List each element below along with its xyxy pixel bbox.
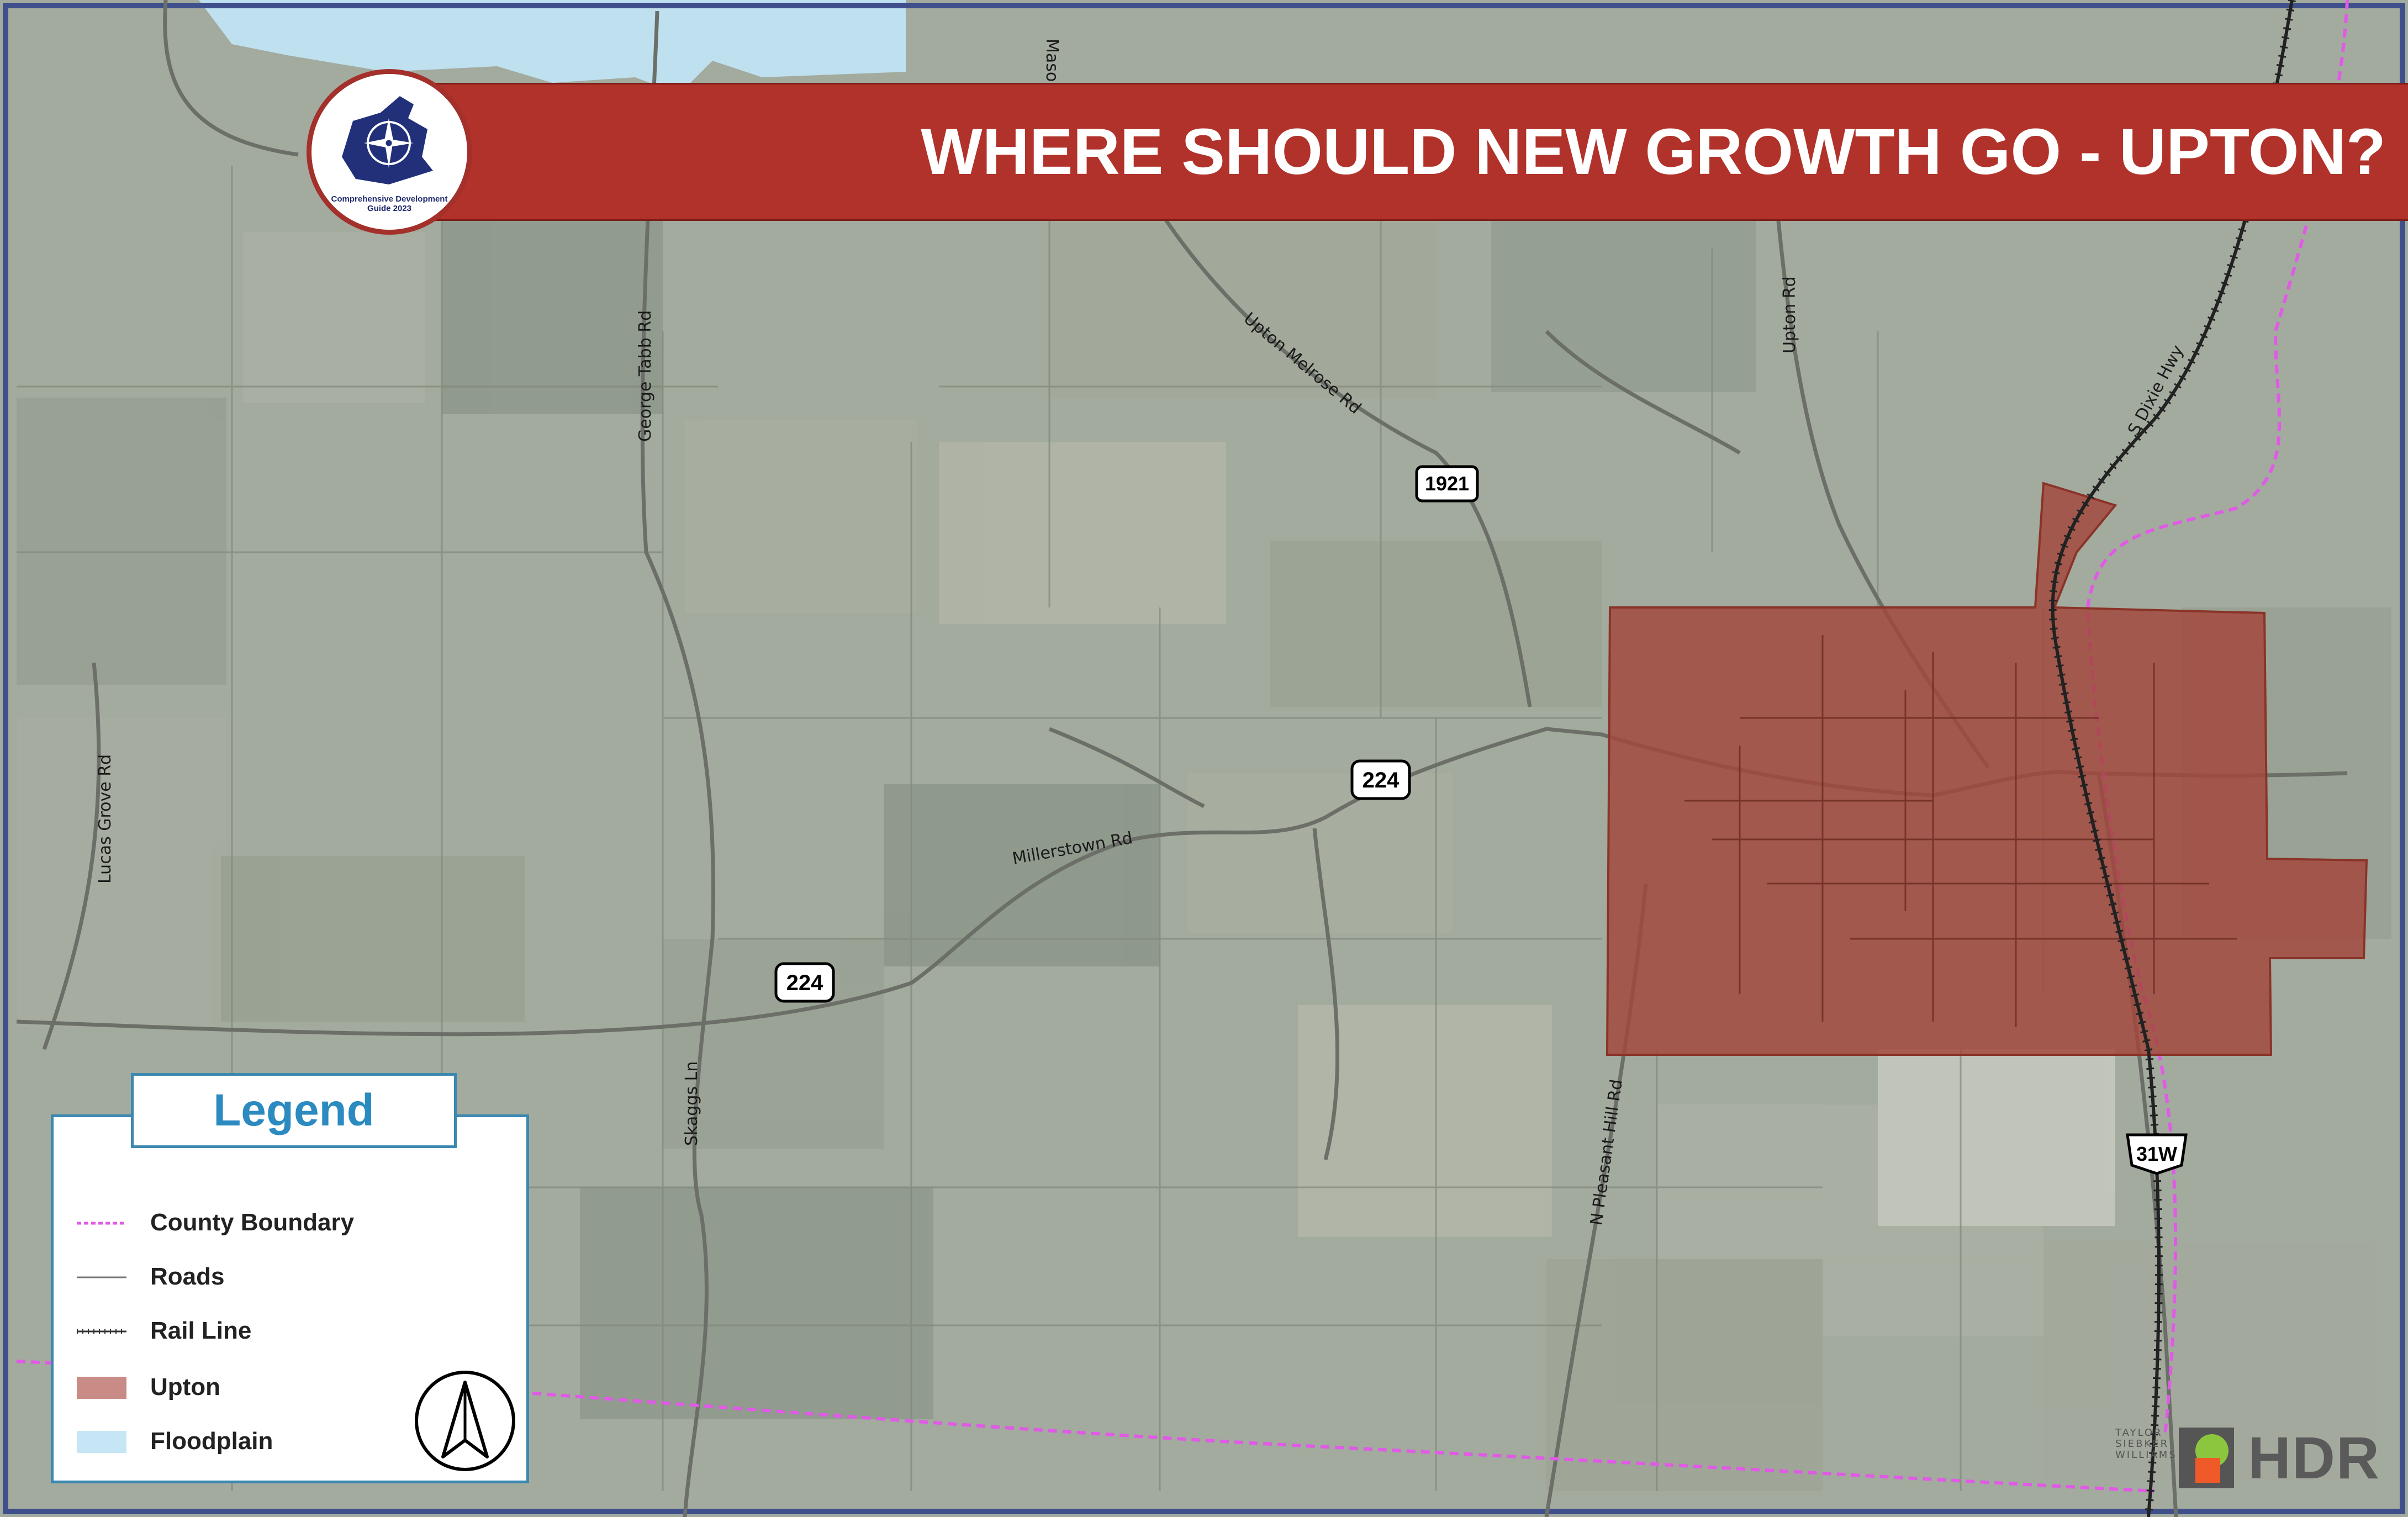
road-label-lucas-grove: Lucas Grove Rd: [96, 754, 115, 884]
road-label-upton: Upton Rd: [1780, 276, 1799, 353]
firm2-logo: HDR: [2248, 1424, 2380, 1491]
water-body: [199, 0, 906, 94]
svg-text:224: 224: [786, 971, 823, 995]
firm1-line3: WILLIAMS: [2115, 1449, 2177, 1461]
svg-text:1921: 1921: [1425, 472, 1469, 495]
firm1-line2: SIEBKER: [2115, 1438, 2169, 1450]
logo-caption-line2: Guide 2023: [367, 204, 412, 213]
road-label-mason: Maso: [1042, 39, 1062, 82]
road-label-george-tabb: George Tabb Rd: [636, 310, 655, 442]
logo-caption-line1: Comprehensive Development: [331, 194, 448, 204]
rail-line-symbol: [77, 1329, 126, 1334]
legend-label: Rail Line: [150, 1317, 252, 1344]
upton-area: [1606, 482, 2368, 1056]
floodplain-symbol: [77, 1431, 126, 1453]
credits: TAYLOR SIEBKER WILLIAMS HDR: [2115, 1422, 2379, 1494]
legend-label: Roads: [150, 1263, 225, 1290]
legend-title: Legend: [131, 1073, 457, 1148]
north-arrow-icon: [415, 1371, 515, 1471]
route-shield-31w: 31W: [2126, 1133, 2188, 1175]
map-frame: [3, 3, 2405, 1514]
route-shield-1921: 1921: [1415, 465, 1479, 503]
svg-text:224: 224: [1363, 768, 1400, 792]
route-shield-224-east: 224: [1350, 759, 1411, 800]
legend-label: County Boundary: [150, 1209, 355, 1236]
upton-symbol: [77, 1377, 126, 1399]
logo-caption: Comprehensive Development Guide 2023: [311, 194, 467, 213]
compass-rose-county-icon: [342, 96, 433, 184]
page-title: WHERE SHOULD NEW GROWTH GO - UPTON?: [921, 115, 2386, 188]
legend-item-upton: Upton: [54, 1371, 526, 1404]
firm1-logo: TAYLOR SIEBKER WILLIAMS: [2115, 1428, 2182, 1461]
legend-panel: Legend County Boundary Roads Rail Line U…: [51, 1073, 529, 1483]
county-boundary-symbol: [77, 1222, 126, 1225]
legend-item-county-boundary: County Boundary: [54, 1207, 526, 1240]
town-streets: [1684, 635, 2237, 1027]
comprehensive-guide-logo: Comprehensive Development Guide 2023: [307, 69, 472, 235]
firm-mark-icon: [2179, 1428, 2234, 1488]
road-label-skaggs: Skaggs Ln: [682, 1061, 701, 1146]
svg-text:31W: 31W: [2136, 1143, 2177, 1165]
legend-label: Floodplain: [150, 1428, 273, 1455]
title-banner: [387, 83, 2408, 221]
route-shield-224-west: 224: [774, 962, 835, 1003]
parcel-lines: [17, 138, 2045, 1491]
legend-item-roads: Roads: [54, 1261, 526, 1294]
roads-symbol: [77, 1276, 126, 1278]
rail-line: [2048, 0, 2296, 1517]
legend-label: Upton: [150, 1373, 221, 1400]
legend-item-rail-line: Rail Line: [54, 1315, 526, 1348]
legend-item-floodplain: Floodplain: [54, 1425, 526, 1458]
firm1-line1: TAYLOR: [2115, 1427, 2163, 1439]
